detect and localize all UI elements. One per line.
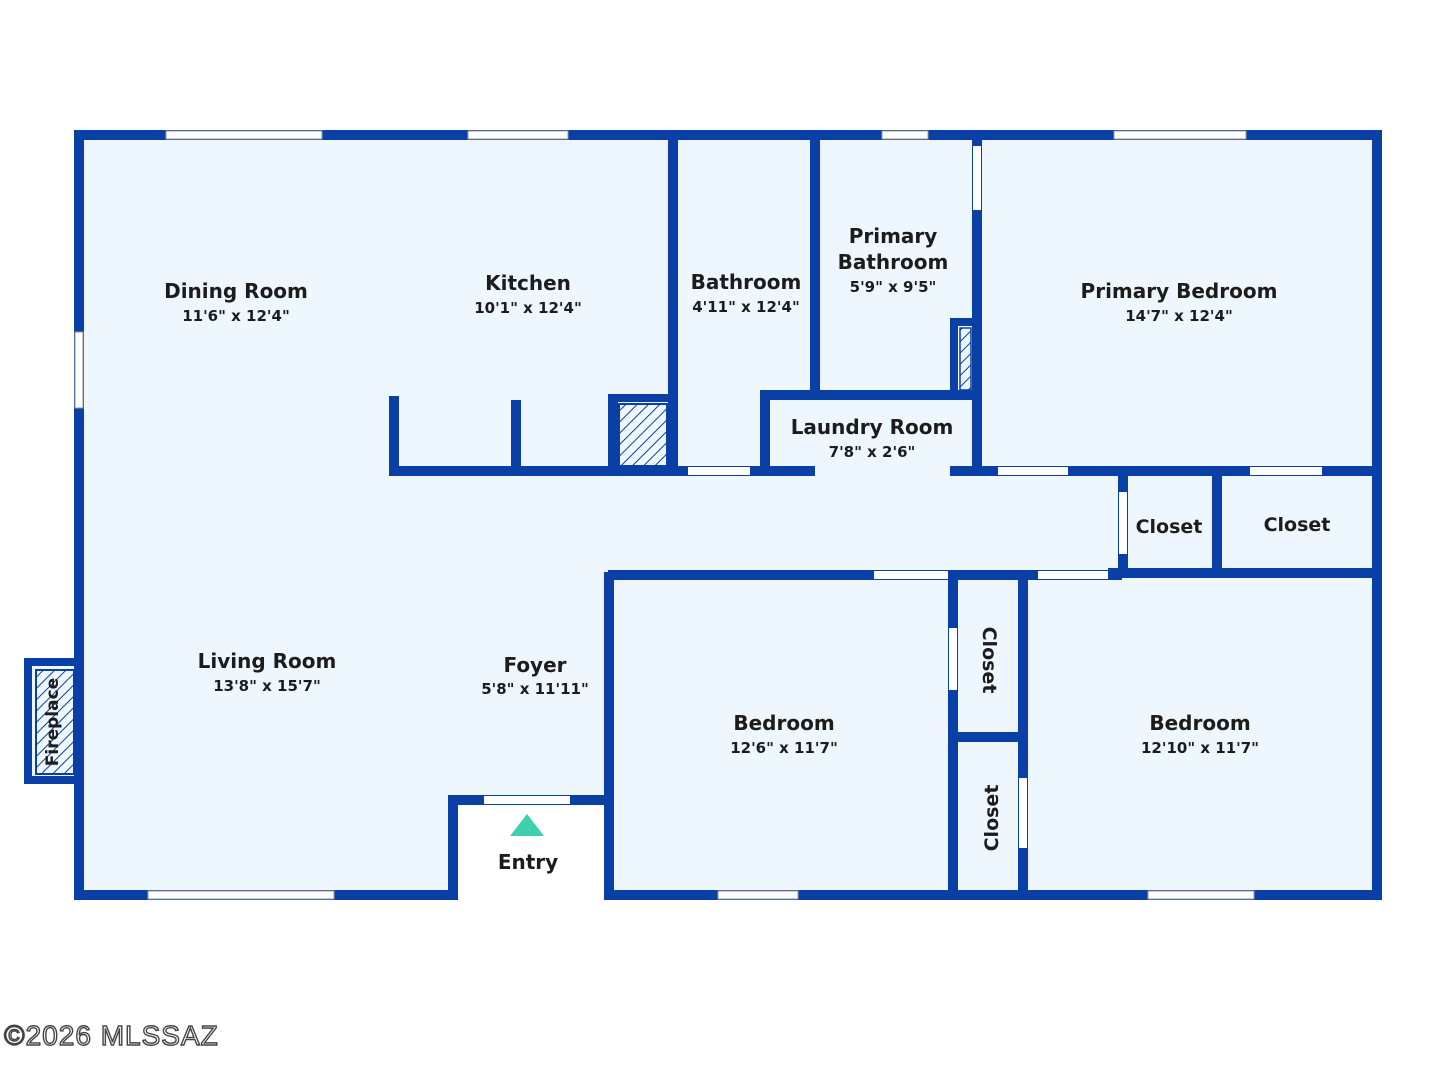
- primary-bathroom-label-line2: Bathroom: [838, 250, 949, 274]
- living-room-dims: 13'8" x 15'7": [213, 677, 321, 695]
- dining-room-dims: 11'6" x 12'4": [182, 307, 290, 325]
- hall-closet-b-label: Closet: [1264, 514, 1331, 536]
- bath-shaft-hatch: [959, 327, 972, 391]
- entry-label: Entry: [498, 850, 558, 874]
- copyright-watermark: ©2026 MLSSAZ: [3, 1019, 219, 1051]
- kitchen-label: Kitchen: [485, 271, 571, 295]
- living-room-label: Living Room: [198, 649, 337, 673]
- dining-room-label: Dining Room: [164, 279, 308, 303]
- kitchen-dims: 10'1" x 12'4": [474, 299, 582, 317]
- kitchen-appliance-hatch: [618, 403, 668, 467]
- fireplace-hatch: [35, 669, 75, 775]
- laundry-room-dims: 7'8" x 2'6": [829, 443, 916, 461]
- foyer-label: Foyer: [503, 653, 566, 677]
- bedroom-1-dims: 12'6" x 11'7": [730, 739, 838, 757]
- foyer-dims: 5'8" x 11'11": [481, 680, 589, 698]
- primary-bedroom-label: Primary Bedroom: [1081, 279, 1278, 303]
- bathroom-dims: 4'11" x 12'4": [692, 298, 800, 316]
- primary-bathroom-label-line1: Primary: [849, 224, 938, 248]
- bathroom-label: Bathroom: [691, 270, 802, 294]
- bedroom-1-label: Bedroom: [733, 711, 834, 735]
- bedroom-2-dims: 12'10" x 11'7": [1141, 739, 1259, 757]
- door-openings: [484, 146, 1322, 848]
- primary-bedroom-dims: 14'7" x 12'4": [1125, 307, 1233, 325]
- windows: [74, 130, 1255, 900]
- bedroom-closet-c-label: Closet: [978, 627, 1000, 694]
- bedroom-2-label: Bedroom: [1149, 711, 1250, 735]
- entry-area: [456, 803, 610, 898]
- fireplace-label: Fireplace: [43, 678, 63, 766]
- entry-arrow-icon: [510, 814, 544, 836]
- bedroom-closet-d-label: Closet: [981, 785, 1003, 852]
- hall-closet-a-label: Closet: [1136, 516, 1203, 538]
- laundry-room-label: Laundry Room: [791, 415, 954, 439]
- primary-bathroom-dims: 5'9" x 9'5": [850, 278, 937, 296]
- floor-area: [28, 136, 1376, 894]
